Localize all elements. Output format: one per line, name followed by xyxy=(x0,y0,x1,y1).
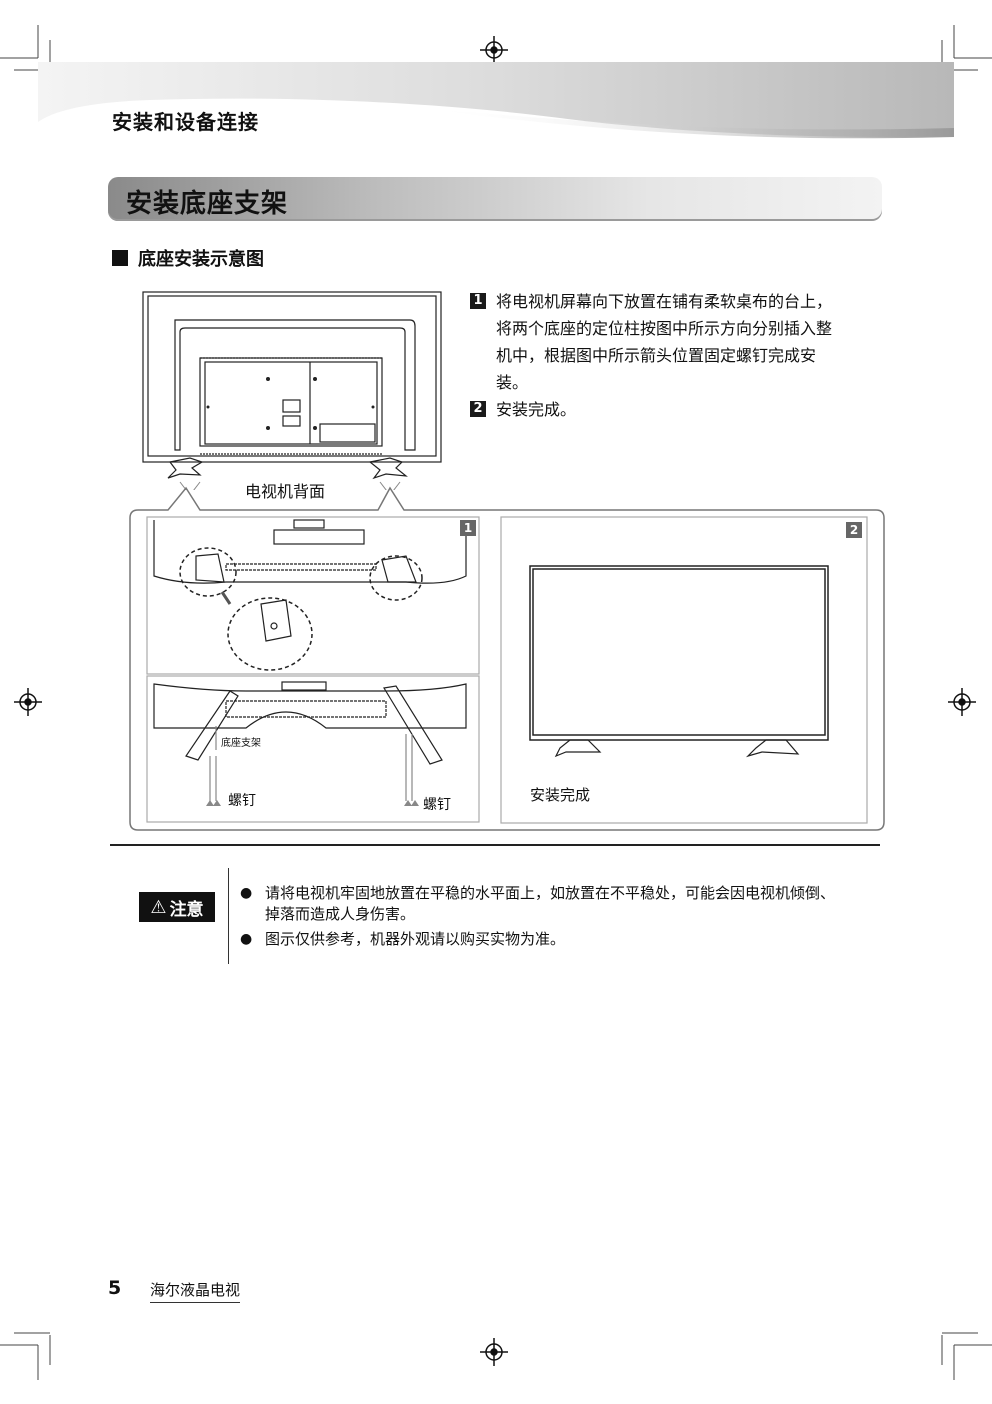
registration-mark-left xyxy=(14,688,42,716)
square-bullet-icon xyxy=(112,250,128,266)
registration-mark-bottom xyxy=(480,1338,508,1366)
step-1-line: 机中，根据图中所示箭头位置固定螺钉完成安 xyxy=(496,346,817,365)
bullet-dot-icon: ● xyxy=(240,885,253,901)
panel-1-illustration xyxy=(146,516,480,823)
subsection-title-text: 底座安装示意图 xyxy=(138,249,264,270)
step-2-number: 2 xyxy=(470,401,486,417)
step-1: 1 将电视机屏幕向下放置在铺有柔软桌布的台上， 将两个底座的定位柱按图中所示方向… xyxy=(470,288,880,396)
header-swoosh xyxy=(38,62,954,139)
chapter-title: 安装和设备连接 xyxy=(112,110,259,134)
caution-bullet-line: 掉落而造成人身伤害。 xyxy=(265,905,416,923)
caution-bullet-line: 请将电视机牢固地放置在平稳的水平面上，如放置在不平稳处，可能会因电视机倾倒、 xyxy=(265,884,836,902)
step-2: 2 安装完成。 xyxy=(470,396,880,423)
tv-back-illustration xyxy=(142,291,442,490)
caution-badge: ⚠ 注意 xyxy=(139,892,215,922)
section-title-bar xyxy=(108,177,882,221)
caution-bullet-1: ● 请将电视机牢固地放置在平稳的水平面上，如放置在不平稳处，可能会因电视机倾倒、… xyxy=(240,883,870,925)
step-1-line: 将电视机屏幕向下放置在铺有柔软桌布的台上， xyxy=(496,292,833,311)
caution-label: 注意 xyxy=(169,899,204,920)
registration-mark-top xyxy=(480,36,508,64)
step-1-text: 将电视机屏幕向下放置在铺有柔软桌布的台上， 将两个底座的定位柱按图中所示方向分别… xyxy=(496,288,832,396)
step-1-line: 装。 xyxy=(496,373,529,392)
step-1-number: 1 xyxy=(470,293,486,309)
registration-mark-right xyxy=(948,688,976,716)
complete-label: 安装完成 xyxy=(530,786,591,804)
caution-divider xyxy=(228,868,229,964)
panel-1-number: 1 xyxy=(460,520,476,536)
warning-triangle-icon: ⚠ xyxy=(150,896,167,918)
page-number: 5 xyxy=(108,1277,122,1299)
step-1-line: 将两个底座的定位柱按图中所示方向分别插入整 xyxy=(496,319,833,338)
bullet-dot-icon: ● xyxy=(240,931,253,947)
caution-bullet-2: ● 图示仅供参考，机器外观请以购买实物为准。 xyxy=(240,929,870,950)
section-divider xyxy=(110,844,880,846)
stand-label: 底座支架 xyxy=(221,738,261,749)
callout-frame xyxy=(129,486,885,831)
screw-label-left: 螺钉 xyxy=(228,793,256,809)
subsection-title: 底座安装示意图 xyxy=(112,245,264,271)
panel-2-illustration xyxy=(500,516,868,824)
caution-bullet-line: 图示仅供参考，机器外观请以购买实物为准。 xyxy=(265,930,566,948)
screw-label-right: 螺钉 xyxy=(423,797,451,813)
tv-back-label: 电视机背面 xyxy=(245,482,326,501)
section-title: 安装底座支架 xyxy=(126,189,289,219)
panel-2-number: 2 xyxy=(846,522,862,538)
step-2-text: 安装完成。 xyxy=(496,400,577,419)
footer-brand: 海尔液晶电视 xyxy=(150,1279,241,1303)
